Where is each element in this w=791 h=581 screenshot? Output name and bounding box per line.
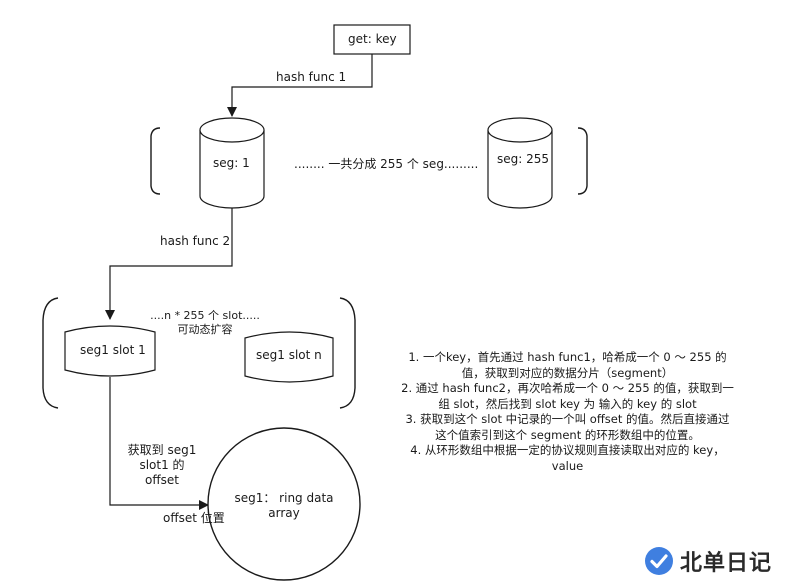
note-line: value bbox=[551, 458, 584, 473]
offset-position-label: offset 位置 bbox=[163, 511, 225, 525]
slots-total-line2: 可动态扩容 bbox=[177, 323, 233, 336]
check-shield-icon bbox=[645, 547, 673, 575]
slots-total-line1: ....n * 255 个 slot..... bbox=[150, 309, 260, 322]
segments-left-bracket bbox=[150, 127, 161, 195]
segments-right-bracket bbox=[577, 127, 588, 195]
ring-data-array-line1: seg1： ring data bbox=[234, 491, 334, 505]
note-line: 组 slot，然后找到 slot key 为 输入的 key 的 slot bbox=[438, 396, 697, 411]
seg-1-label: seg: 1 bbox=[213, 156, 250, 170]
note-line: 3. 获取到这个 slot 中记录的一个叫 offset 的值。然后直接通过 bbox=[405, 412, 730, 426]
seg-255-label: seg: 255 bbox=[497, 152, 550, 166]
note-line: 1. 一个key，首先通过 hash func1，哈希成一个 0 ～ 255 的 bbox=[408, 350, 727, 364]
slots-right-bracket bbox=[339, 297, 356, 409]
seg-255-cylinder bbox=[487, 117, 553, 209]
slots-left-bracket bbox=[42, 297, 59, 409]
get-offset-line3: offset bbox=[145, 473, 179, 487]
offset-edge bbox=[109, 377, 209, 510]
note-line: 4. 从环形数组中根据一定的协议规则直接读取出对应的 key， bbox=[410, 443, 725, 457]
seg-1-cylinder bbox=[199, 117, 265, 209]
note-line: 这个值索引到这个 segment 的环形数组中的位置。 bbox=[435, 427, 700, 442]
ring-data-array-label: seg1： ring data array bbox=[224, 491, 344, 521]
segments-total-label: ........ 一共分成 255 个 seg......... bbox=[294, 157, 479, 171]
slots-total-label: ....n * 255 个 slot..... 可动态扩容 bbox=[150, 309, 260, 337]
seg1-slotn-label: seg1 slot n bbox=[256, 348, 322, 362]
note-line: 值，获取到对应的数据分片（segment） bbox=[461, 365, 674, 380]
ring-data-array-line2: array bbox=[268, 506, 300, 520]
ring-data-array-circle bbox=[207, 427, 361, 581]
hash-func2-edge bbox=[105, 208, 233, 320]
brand-watermark: 北单日记 bbox=[644, 545, 772, 577]
note-line: 2. 通过 hash func2，再次哈希成一个 0 ～ 255 的值，获取到一 bbox=[401, 381, 734, 395]
hash-func1-edge bbox=[227, 54, 373, 117]
seg1-slotn-shape bbox=[244, 331, 334, 383]
hash-func1-label: hash func 1 bbox=[276, 70, 347, 84]
get-key-box bbox=[333, 24, 411, 55]
get-key-label: get: key bbox=[348, 32, 397, 46]
hash-func2-label: hash func 2 bbox=[160, 234, 231, 248]
seg1-slot1-shape bbox=[64, 325, 156, 377]
seg1-slot1-label: seg1 slot 1 bbox=[80, 343, 146, 357]
get-offset-line1: 获取到 seg1 bbox=[127, 443, 197, 457]
explanation-notes: 1. 一个key，首先通过 hash func1，哈希成一个 0 ～ 255 的… bbox=[395, 350, 740, 474]
brand-name: 北单日记 bbox=[680, 551, 773, 576]
get-offset-line2: slot1 的 bbox=[139, 458, 185, 472]
get-offset-label: 获取到 seg1 slot1 的 offset bbox=[112, 443, 212, 488]
